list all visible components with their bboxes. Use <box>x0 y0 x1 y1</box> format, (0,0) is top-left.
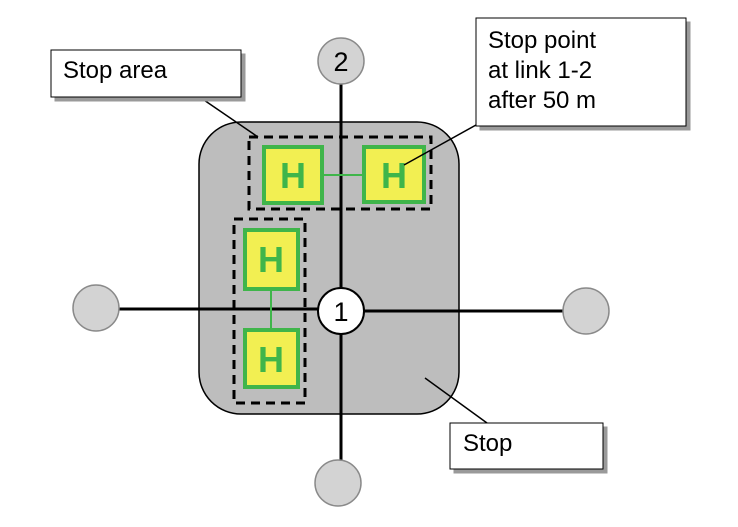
links <box>119 82 563 461</box>
stop-area-boundary-top <box>247 135 433 211</box>
node-east <box>562 287 610 335</box>
callout-stop-point-line-3: after 50 m <box>488 87 596 114</box>
stop-point-letter: H <box>258 239 284 280</box>
node-west <box>72 284 120 332</box>
callout-stop-point: Stop point at link 1-2 after 50 m <box>475 17 687 127</box>
stop-point-letter: H <box>280 155 306 196</box>
leader-stop-point <box>403 124 477 166</box>
callout-stop-area: Stop area <box>50 49 242 98</box>
stop-point-4: H <box>243 328 300 389</box>
leader-stop <box>424 377 488 424</box>
callout-stop: Stop <box>449 422 604 470</box>
nodes: 2 1 <box>72 37 610 507</box>
stop-point-letter: H <box>381 155 407 196</box>
callout-stop-point-line-1: Stop point <box>488 27 596 54</box>
stop-area-boundary-left <box>232 217 307 405</box>
callout-stop-text: Stop <box>463 430 512 457</box>
node-2 <box>317 37 365 85</box>
stop-point-1: H <box>262 145 324 205</box>
node-1 <box>317 287 365 335</box>
stop-point-2: H <box>362 145 426 204</box>
node-south <box>314 459 362 507</box>
leader-stop-area <box>200 97 259 138</box>
callout-leaders <box>200 97 488 424</box>
callout-stop-area-text: Stop area <box>63 57 168 84</box>
stop-point-letter: H <box>258 339 284 380</box>
stop-point-3: H <box>243 228 300 291</box>
callout-stop-point-line-2: at link 1-2 <box>488 57 592 84</box>
node-2-label: 2 <box>333 47 348 77</box>
node-1-label: 1 <box>333 297 348 327</box>
